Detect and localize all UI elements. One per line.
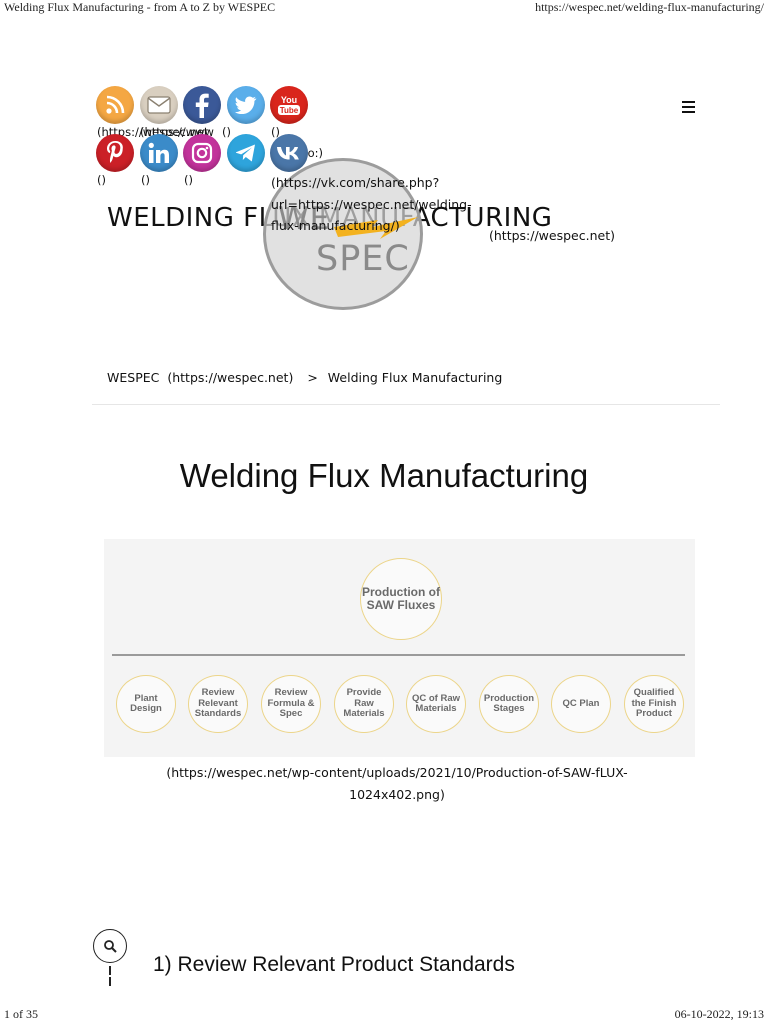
rss-icon[interactable] bbox=[96, 86, 134, 124]
facebook-icon[interactable] bbox=[183, 86, 221, 124]
print-footer-page: 1 of 35 bbox=[4, 1007, 38, 1021]
diagram-step-node: QC Plan bbox=[551, 675, 611, 733]
toc-dash bbox=[109, 977, 111, 986]
instagram-icon[interactable] bbox=[183, 134, 221, 172]
svg-text:Tube: Tube bbox=[280, 106, 299, 115]
diagram-step-node: Review Formula & Spec bbox=[261, 675, 321, 733]
svg-text:You: You bbox=[281, 95, 297, 105]
table-of-contents-icon[interactable] bbox=[93, 929, 127, 963]
diagram-step-label: Provide Raw Materials bbox=[343, 687, 385, 720]
diagram-step-node: Production Stages bbox=[479, 675, 539, 733]
vk-icon[interactable] bbox=[270, 134, 308, 172]
diagram-step-label: QC Plan bbox=[562, 697, 600, 709]
pinterest-icon[interactable] bbox=[96, 134, 134, 172]
diagram-step-node: QC of Raw Materials bbox=[406, 675, 466, 733]
vk-link-text[interactable]: (https://vk.com/share.php?url=https://we… bbox=[271, 175, 472, 233]
page-title: Welding Flux Manufacturing bbox=[179, 457, 589, 494]
linkedin-link-text[interactable]: () bbox=[141, 173, 150, 187]
diagram-step-label: Plant Design bbox=[130, 692, 162, 714]
diagram-step-label: Review Relevant Standards bbox=[194, 687, 242, 720]
diagram-step-node: Provide Raw Materials bbox=[334, 675, 394, 733]
print-header-title: Welding Flux Manufacturing - from A to Z… bbox=[4, 0, 276, 14]
site-home-link[interactable]: (https://wespec.net) bbox=[489, 228, 615, 243]
section-heading: 1) Review Relevant Product Standards bbox=[153, 953, 515, 976]
logo-spec-text: SPEC bbox=[316, 239, 410, 279]
wespec-logo[interactable]: WE SPEC bbox=[263, 158, 423, 310]
print-header-url: https://wespec.net/welding-flux-manufact… bbox=[535, 0, 764, 14]
logo-we-text: WE bbox=[278, 201, 331, 237]
diagram-step-label: Production Stages bbox=[483, 692, 535, 714]
diagram-step-node: Plant Design bbox=[116, 675, 176, 733]
diagram-root-label: Production of SAW Fluxes bbox=[362, 585, 440, 612]
lightning-bolt-icon bbox=[334, 217, 418, 239]
pinterest-link-text[interactable]: () bbox=[97, 173, 106, 187]
production-diagram-image[interactable]: Production of SAW Fluxes Plant Design Re… bbox=[104, 539, 695, 757]
toc-dash bbox=[109, 966, 111, 975]
linkedin-icon[interactable] bbox=[140, 134, 178, 172]
diagram-step-label: QC of Raw Materials bbox=[411, 692, 461, 714]
menu-icon[interactable] bbox=[682, 101, 695, 113]
rss-link-text[interactable]: (https://wespec.net bbox=[97, 125, 209, 139]
breadcrumb-home-link[interactable]: (https://wespec.net) bbox=[167, 370, 294, 385]
breadcrumb-separator: > bbox=[307, 370, 318, 385]
youtube-link-text[interactable]: () bbox=[271, 125, 280, 139]
breadcrumb-current: Welding Flux Manufacturing bbox=[327, 370, 503, 385]
header-divider bbox=[92, 404, 720, 405]
twitter-link-text[interactable]: () bbox=[222, 125, 231, 139]
instagram-link-text[interactable]: () bbox=[184, 173, 193, 187]
diagram-step-label: Qualified the Finish Product bbox=[631, 687, 677, 720]
diagram-step-node: Review Relevant Standards bbox=[188, 675, 248, 733]
diagram-connector-line bbox=[112, 654, 685, 656]
diagram-root-node: Production of SAW Fluxes bbox=[360, 558, 442, 640]
diagram-step-node: Qualified the Finish Product bbox=[624, 675, 684, 733]
email-icon[interactable] bbox=[140, 86, 178, 124]
twitter-icon[interactable] bbox=[227, 86, 265, 124]
diagram-step-label: Review Formula & Spec bbox=[267, 687, 315, 720]
telegram-icon[interactable] bbox=[227, 134, 265, 172]
print-footer-date: 06-10-2022, 19:13 bbox=[674, 1007, 764, 1021]
breadcrumb: WESPEC (https://wespec.net) > Welding Fl… bbox=[107, 370, 506, 385]
image-url-link[interactable]: (https://wespec.net/wp-content/uploads/2… bbox=[166, 765, 628, 802]
breadcrumb-home[interactable]: WESPEC bbox=[107, 370, 160, 385]
